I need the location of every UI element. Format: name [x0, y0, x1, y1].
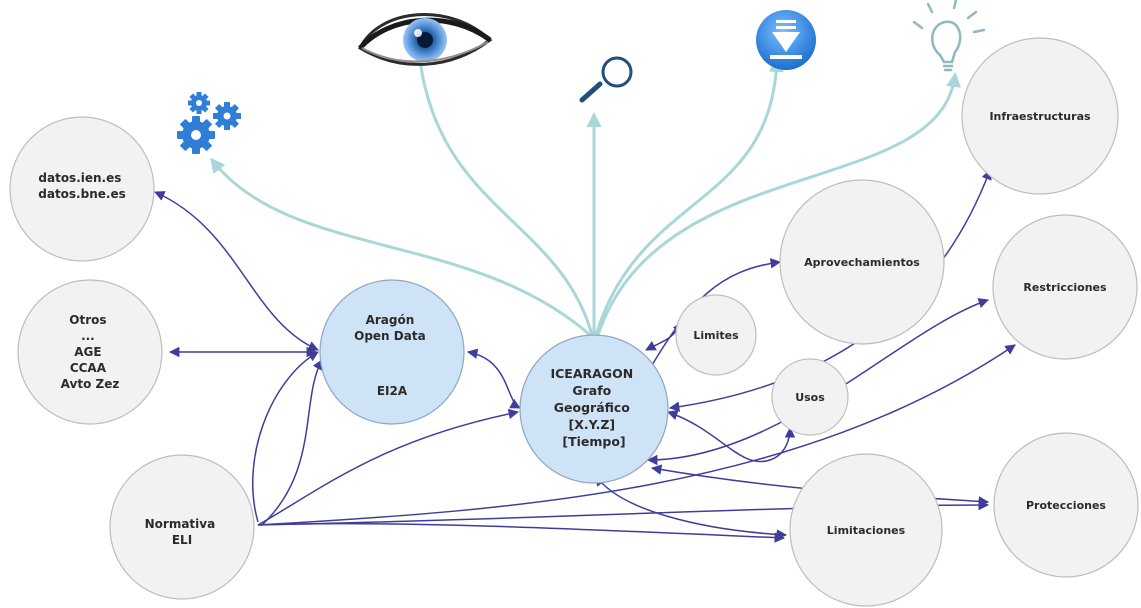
eye-icon — [358, 13, 493, 66]
node-limitaciones-label: Limitaciones — [827, 524, 906, 537]
node-restricciones-label: Restricciones — [1023, 281, 1107, 294]
node-normativa-label: Normativa ELI — [145, 517, 220, 547]
node-restricciones: Restricciones — [992, 214, 1138, 360]
node-protecciones: Protecciones — [993, 432, 1139, 578]
nodes: datos.ien.es datos.bne.es Otros ... AGE … — [9, 37, 1139, 607]
download-icon — [756, 10, 816, 70]
node-infraestructuras-label: Infraestructuras — [989, 110, 1091, 123]
link-normativa-aragon — [251, 351, 319, 523]
link-datos-aragon — [154, 191, 319, 351]
link-ice-usos — [667, 410, 796, 463]
node-usos-label: Usos — [795, 391, 825, 404]
node-icearagon-label: ICEARAGON Grafo Geográfico [X.Y.Z] [Tiem… — [550, 366, 637, 449]
link-aragon-ice — [466, 348, 521, 409]
node-infraestructuras: Infraestructuras — [961, 37, 1119, 195]
node-protecciones-label: Protecciones — [1026, 499, 1106, 512]
node-aragon-label: Aragón Open Data EI2A — [354, 313, 430, 398]
magnifier-icon — [579, 56, 633, 103]
gears-icon — [177, 92, 241, 154]
link-normativa-ice — [257, 408, 520, 526]
link-ice-limitaciones — [595, 475, 788, 540]
node-otros-label: Otros ... AGE CCAA Avto Zez — [61, 313, 120, 391]
node-datos-label: datos.ien.es datos.bne.es — [38, 171, 125, 201]
node-datos: datos.ien.es datos.bne.es — [9, 116, 155, 262]
node-aragon: Aragón Open Data EI2A — [319, 279, 465, 425]
node-aprovechamientos: Aprovechamientos — [779, 179, 945, 345]
node-limitaciones: Limitaciones — [789, 453, 943, 607]
link-normativa-aragon-2 — [261, 359, 323, 526]
node-limites: Limites — [675, 294, 757, 376]
node-otros: Otros ... AGE CCAA Avto Zez — [17, 279, 163, 425]
node-aprovechamientos-label: Aprovechamientos — [804, 256, 920, 269]
node-usos: Usos — [771, 358, 849, 436]
node-limites-label: Limites — [693, 329, 739, 342]
flow-to-eye — [418, 58, 594, 337]
lightbulb-icon — [912, 0, 986, 72]
node-icearagon: ICEARAGON Grafo Geográfico [X.Y.Z] [Tiem… — [519, 334, 669, 484]
node-normativa: Normativa ELI — [109, 454, 255, 600]
